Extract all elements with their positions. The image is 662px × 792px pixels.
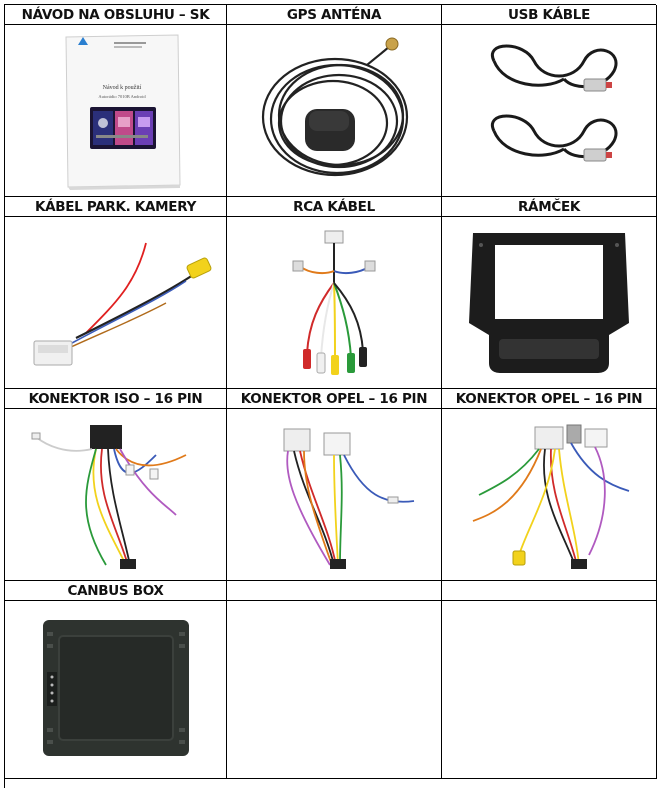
gps-antenna-icon	[261, 37, 409, 176]
iso-connector-harness-icon	[31, 424, 186, 569]
header-empty-1	[227, 581, 442, 601]
canbus-box-icon	[42, 619, 189, 756]
header-manual: NÁVOD NA OBSLUHU – SK	[5, 5, 227, 25]
parking-camera-cable-icon	[33, 242, 211, 365]
header-iso-connector: KONEKTOR ISO – 16 PIN	[5, 389, 227, 409]
accessories-table: NÁVOD NA OBSLUHU – SK GPS ANTÉNA USB KÁB…	[4, 4, 657, 788]
header-opel-connector-2: KONEKTOR OPEL – 16 PIN	[442, 389, 657, 409]
opel-connector-harness-camera-icon	[472, 424, 630, 569]
header-parking-camera-cable: KÁBEL PARK. KAMERY	[5, 197, 227, 217]
manual-cell: Návod k použití Autorádio 7010B Android	[5, 25, 227, 197]
manual-heading: Návod k použití	[102, 85, 141, 91]
header-frame: RÁMČEK	[442, 197, 657, 217]
usb-cables-cell	[442, 25, 657, 197]
empty-cell-2	[442, 601, 657, 779]
header-opel-connector-1: KONEKTOR OPEL – 16 PIN	[227, 389, 442, 409]
header-gps-antenna: GPS ANTÉNA	[227, 5, 442, 25]
canbus-box-cell	[5, 601, 227, 779]
header-empty-2	[442, 581, 657, 601]
header-usb-cables: USB KÁBLE	[442, 5, 657, 25]
gps-antenna-cell	[227, 25, 442, 197]
usb-cables-icon	[490, 44, 618, 161]
parking-camera-cable-cell	[5, 217, 227, 389]
rca-cable-cell	[227, 217, 442, 389]
header-canbus-box: CANBUS BOX	[5, 581, 227, 601]
rca-cable-icon	[292, 230, 376, 375]
opel-connector-1-cell	[227, 409, 442, 581]
header-rca-cable: RCA KÁBEL	[227, 197, 442, 217]
opel-connector-harness-icon	[283, 428, 415, 569]
manual-booklet-icon: Návod k použití Autorádio 7010B Android	[64, 33, 181, 190]
frame-cell	[442, 217, 657, 389]
dash-frame-icon	[469, 232, 629, 373]
empty-cell-1	[227, 601, 442, 779]
opel-connector-2-cell	[442, 409, 657, 581]
manual-subheading: Autorádio 7010B Android	[98, 94, 146, 99]
iso-connector-cell	[5, 409, 227, 581]
